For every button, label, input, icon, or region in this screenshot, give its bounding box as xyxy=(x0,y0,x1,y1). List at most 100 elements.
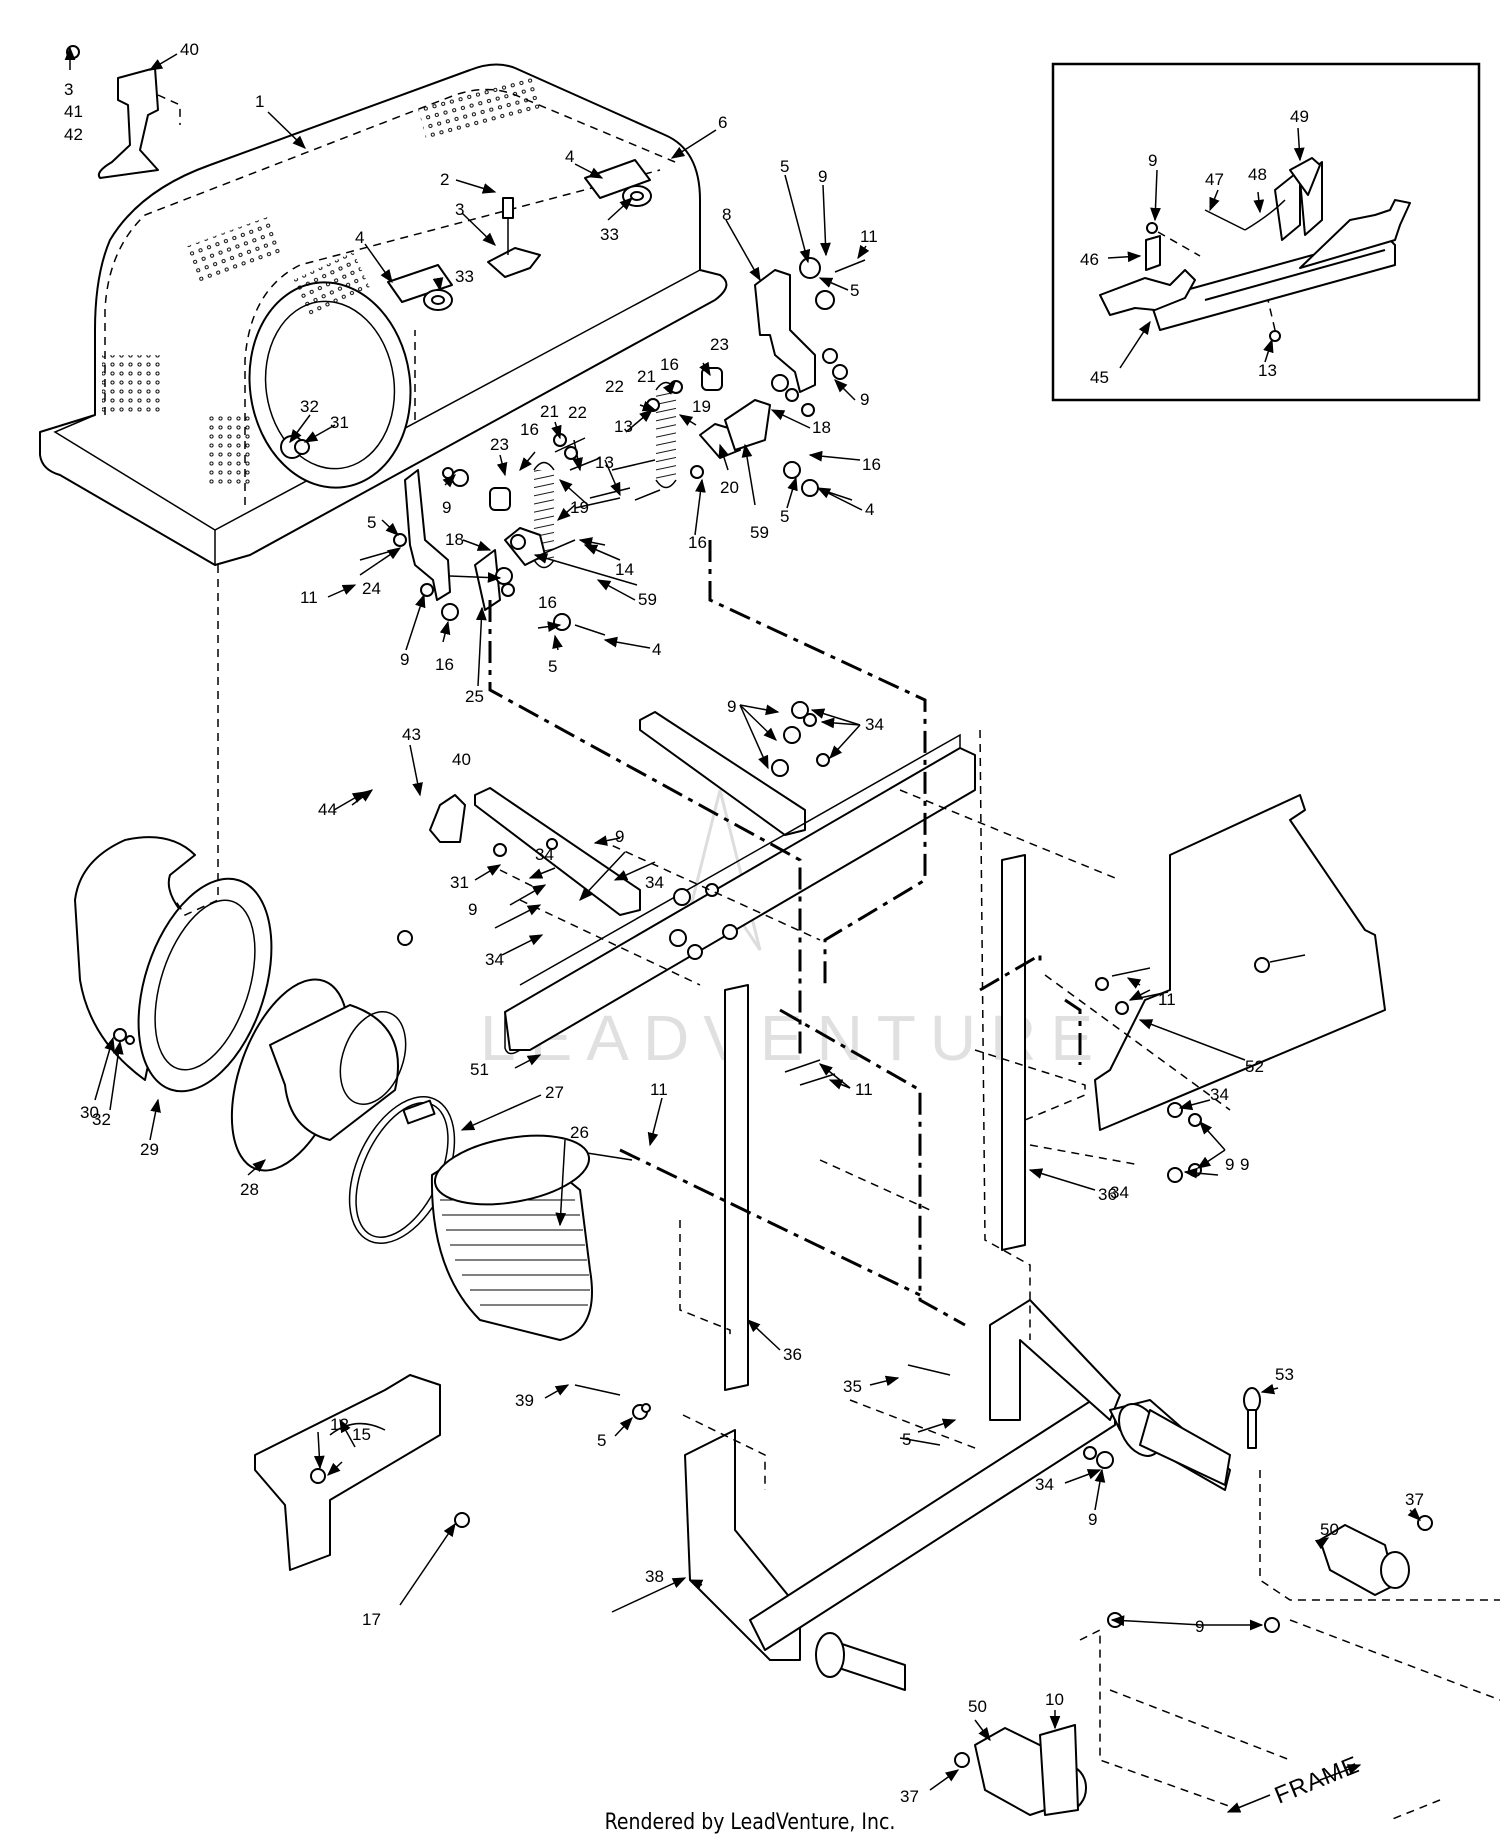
callout-34: 34 xyxy=(1210,1085,1229,1104)
callout-13: 13 xyxy=(1258,361,1277,380)
support-bar-left xyxy=(724,984,749,1391)
callout-23: 23 xyxy=(710,335,729,354)
flex-hose xyxy=(430,1134,593,1341)
bracket-right-8 xyxy=(754,269,816,393)
callout-9: 9 xyxy=(818,167,827,186)
callout-26: 26 xyxy=(570,1123,589,1142)
callout-34: 34 xyxy=(645,873,664,892)
callout-16: 16 xyxy=(435,655,454,674)
callout-5: 5 xyxy=(780,157,789,176)
callout-48: 48 xyxy=(1248,165,1267,184)
callout-43: 43 xyxy=(402,725,421,744)
callout-5: 5 xyxy=(780,507,789,526)
inset-detail-box xyxy=(1051,62,1481,402)
callout-8: 8 xyxy=(722,205,731,224)
callout-9: 9 xyxy=(1195,1617,1204,1636)
callout-34: 34 xyxy=(485,950,504,969)
bumper-3 xyxy=(487,197,541,278)
callout-23: 23 xyxy=(490,435,509,454)
callout-11: 11 xyxy=(1158,990,1176,1009)
callout-50: 50 xyxy=(968,1697,987,1716)
callout-37: 37 xyxy=(900,1787,919,1806)
pin-53 xyxy=(1243,1387,1261,1449)
callout-22: 22 xyxy=(605,377,624,396)
callout-33: 33 xyxy=(455,267,474,286)
assembly-paths xyxy=(488,540,1082,1327)
callout-11: 11 xyxy=(300,588,318,607)
callout-6: 6 xyxy=(718,113,727,132)
callout-9: 9 xyxy=(1240,1155,1249,1174)
callout-36: 36 xyxy=(783,1345,802,1364)
spring-right xyxy=(655,381,677,489)
callout-17: 17 xyxy=(362,1610,381,1629)
callout-12: 12 xyxy=(330,1415,349,1434)
callout-37: 37 xyxy=(1405,1490,1424,1509)
callout-45: 45 xyxy=(1090,368,1109,387)
leader-lines xyxy=(64,46,1441,1821)
callout-9: 9 xyxy=(468,900,477,919)
callout-1: 1 xyxy=(255,92,264,111)
bearing-right xyxy=(1319,1524,1410,1596)
callout-11: 11 xyxy=(860,227,878,246)
callout-27: 27 xyxy=(545,1083,564,1102)
callout-59: 59 xyxy=(750,523,769,542)
callout-47: 47 xyxy=(1205,170,1224,189)
callout-19: 19 xyxy=(692,397,711,416)
callout-9: 9 xyxy=(615,827,624,846)
callout-9: 9 xyxy=(400,650,409,669)
callout-9: 9 xyxy=(1225,1155,1234,1174)
callout-49: 49 xyxy=(1290,107,1309,126)
callout-33: 33 xyxy=(600,225,619,244)
callout-44: 44 xyxy=(318,800,337,819)
callout-4: 4 xyxy=(355,228,364,247)
callout-15: 15 xyxy=(352,1425,371,1444)
callout-3: 3 xyxy=(455,200,464,219)
callout-13: 13 xyxy=(614,417,633,436)
callout-34: 34 xyxy=(535,845,554,864)
callout-50: 50 xyxy=(1320,1520,1339,1539)
callout-21: 21 xyxy=(540,402,559,421)
callout-34: 34 xyxy=(1110,1183,1129,1202)
callout-22: 22 xyxy=(568,403,587,422)
callout-29: 29 xyxy=(140,1140,159,1159)
callout-2: 2 xyxy=(440,170,449,189)
callout-5: 5 xyxy=(850,281,859,300)
tractor-frame-outline xyxy=(1079,1470,1500,1811)
callout-21: 21 xyxy=(637,367,656,386)
callout-3: 3 xyxy=(64,80,73,99)
callout-59: 59 xyxy=(638,590,657,609)
callout-5: 5 xyxy=(597,1431,606,1450)
callout-16: 16 xyxy=(688,533,707,552)
callout-30: 30 xyxy=(80,1103,99,1122)
callout-39: 39 xyxy=(515,1391,534,1410)
callout-32: 32 xyxy=(92,1110,111,1129)
guide-lines xyxy=(157,94,1231,1490)
callout-35: 35 xyxy=(843,1377,862,1396)
support-bar-right xyxy=(1001,854,1026,1251)
callout-9: 9 xyxy=(1148,151,1157,170)
callout-20: 20 xyxy=(720,478,739,497)
callout-9: 9 xyxy=(442,498,451,517)
callout-42: 42 xyxy=(64,125,83,144)
pivot-plate-20 xyxy=(724,399,771,451)
callout-4: 4 xyxy=(865,500,874,519)
adapter-28 xyxy=(230,978,407,1172)
callout-5: 5 xyxy=(548,657,557,676)
callout-18: 18 xyxy=(445,530,464,549)
callout-9: 9 xyxy=(727,697,736,716)
callout-14: 14 xyxy=(615,560,634,579)
callout-40: 40 xyxy=(452,750,471,769)
callout-51: 51 xyxy=(470,1060,489,1079)
callout-5: 5 xyxy=(902,1430,911,1449)
callout-16: 16 xyxy=(520,420,539,439)
callout-19: 19 xyxy=(570,498,589,517)
callout-40: 40 xyxy=(180,40,199,59)
bolts xyxy=(113,701,1433,1768)
callout-4: 4 xyxy=(565,147,574,166)
callout-5: 5 xyxy=(367,513,376,532)
frame-label: FRAME xyxy=(1271,1751,1364,1809)
callout-18: 18 xyxy=(812,418,831,437)
discharge-elbow xyxy=(74,836,273,1093)
spacer-right xyxy=(701,367,723,391)
